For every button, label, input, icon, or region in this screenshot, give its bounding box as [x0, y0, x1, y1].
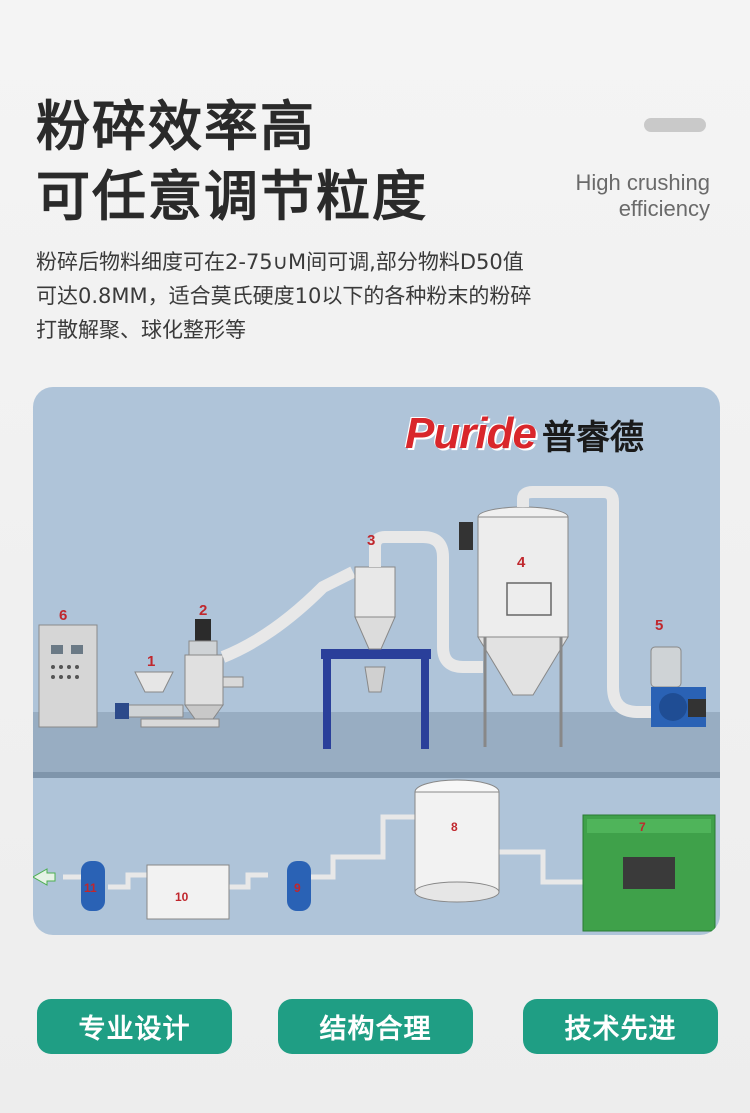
floor-edge [33, 772, 720, 778]
company-logo: Puride 普睿德 [405, 409, 644, 459]
cyclone-separator-icon [321, 531, 483, 749]
feature-advanced-technology-button[interactable]: 技术先进 [523, 999, 718, 1054]
label-7: 7 [639, 820, 646, 834]
english-subtitle: High crushing efficiency [575, 170, 710, 222]
floor-band [33, 712, 720, 772]
label-8: 8 [451, 820, 458, 834]
equipment-illustration [33, 486, 720, 932]
english-subtitle-line-2: efficiency [618, 196, 710, 221]
control-cabinet-icon [38, 624, 98, 728]
headline: 粉碎效率高 可任意调节粒度 [36, 92, 428, 232]
equipment-diagram: Puride 普睿德 1 2 3 4 5 6 7 8 9 10 11 [33, 387, 720, 935]
description-line-1: 粉碎后物料细度可在2-75∪M间可调,部分物料D50值 [36, 250, 524, 274]
label-2: 2 [199, 602, 208, 619]
pipe-mill-to-cyclone [220, 566, 356, 663]
tank-10-icon [146, 864, 230, 920]
label-11: 11 [84, 881, 97, 895]
description-line-2: 可达0.8MM，适合莫氏硬度10以下的各种粉末的粉碎 [36, 284, 532, 308]
storage-tank-8-icon [414, 779, 500, 903]
label-4: 4 [517, 554, 526, 571]
bottom-pipeline [63, 814, 583, 890]
english-subtitle-line-1: High crushing [575, 170, 710, 195]
description: 粉碎后物料细度可在2-75∪M间可调,部分物料D50值 可达0.8MM，适合莫氏… [36, 245, 716, 347]
air-compressor-7-icon [582, 814, 716, 932]
induced-fan-icon [650, 646, 706, 727]
bag-filter-icon [459, 486, 653, 747]
label-9: 9 [294, 881, 301, 895]
label-1: 1 [147, 653, 156, 670]
feeder-icon [115, 671, 220, 728]
jet-mill-icon [184, 619, 244, 720]
headline-line-1: 粉碎效率高 [36, 95, 316, 158]
logo-english: Puride [405, 409, 537, 458]
feature-professional-design-button[interactable]: 专业设计 [37, 999, 232, 1054]
label-5: 5 [655, 617, 664, 634]
description-line-3: 打散解聚、球化整形等 [36, 318, 246, 342]
label-3: 3 [367, 532, 376, 549]
logo-chinese: 普睿德 [541, 417, 644, 458]
label-10: 10 [175, 890, 189, 904]
headline-line-2: 可任意调节粒度 [36, 165, 428, 228]
small-tank-11-icon [33, 861, 105, 911]
label-6: 6 [59, 607, 68, 624]
feature-reasonable-structure-button[interactable]: 结构合理 [278, 999, 473, 1054]
decorative-pill [644, 118, 706, 132]
small-tank-9-icon [287, 861, 311, 911]
